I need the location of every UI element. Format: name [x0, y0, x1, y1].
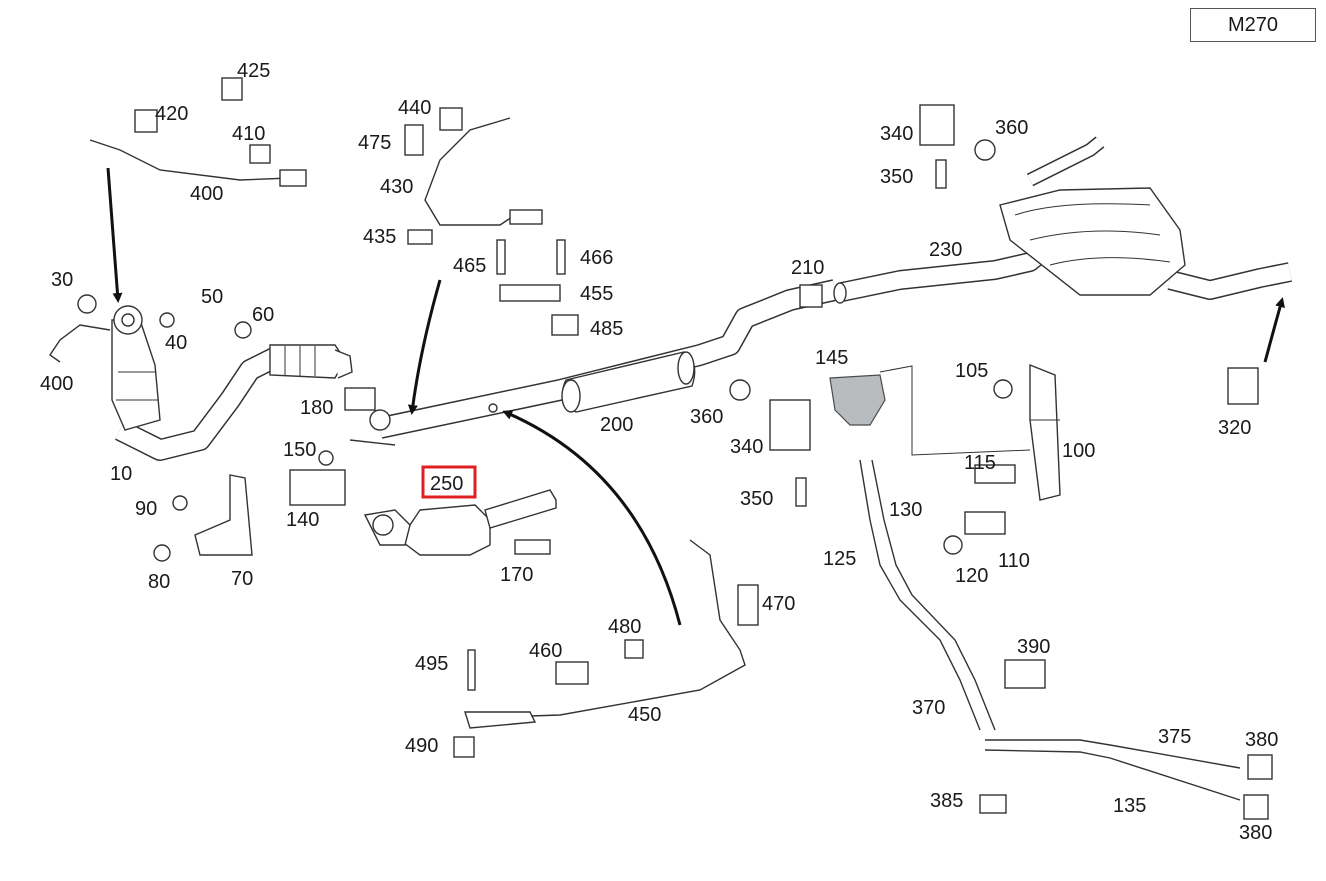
label-40[interactable]: 40 — [165, 332, 187, 354]
model-code-box: M270 — [1190, 8, 1316, 42]
label-420[interactable]: 420 — [155, 103, 188, 125]
label-200[interactable]: 200 — [600, 414, 633, 436]
label-490[interactable]: 490 — [405, 735, 438, 757]
label-145[interactable]: 145 — [815, 347, 848, 369]
label-135[interactable]: 135 — [1113, 795, 1146, 817]
label-70[interactable]: 70 — [231, 568, 253, 590]
label-110[interactable]: 110 — [998, 550, 1030, 572]
label-440[interactable]: 440 — [398, 97, 431, 119]
label-400-top[interactable]: 400 — [190, 183, 223, 205]
front-pipe-10[interactable] — [115, 344, 353, 461]
label-480[interactable]: 480 — [608, 616, 641, 638]
wiring-430[interactable] — [424, 117, 543, 226]
label-210[interactable]: 210 — [791, 257, 824, 279]
label-350-top[interactable]: 350 — [880, 166, 913, 188]
label-410[interactable]: 410 — [232, 123, 265, 145]
label-485[interactable]: 485 — [590, 318, 623, 340]
label-90[interactable]: 90 — [135, 498, 157, 520]
sensor-boss — [488, 403, 498, 413]
assembly-arrows — [106, 167, 1285, 626]
leader-lines — [879, 365, 1060, 456]
pipe-180[interactable] — [349, 409, 396, 446]
wiring-400-top[interactable] — [89, 139, 307, 187]
label-180[interactable]: 180 — [300, 397, 333, 419]
label-360-mid[interactable]: 360 — [690, 406, 723, 428]
label-430[interactable]: 430 — [380, 176, 413, 198]
bracket-100[interactable] — [1029, 363, 1061, 501]
label-470[interactable]: 470 — [762, 593, 795, 615]
label-30[interactable]: 30 — [51, 269, 73, 291]
label-340-top[interactable]: 340 — [880, 123, 913, 145]
label-250[interactable]: 250 — [430, 473, 463, 495]
label-455[interactable]: 455 — [580, 283, 613, 305]
bracket-70[interactable] — [194, 474, 253, 556]
label-425[interactable]: 425 — [237, 60, 270, 82]
hardware-small-parts — [77, 77, 1273, 820]
front-pipe-assembly[interactable] — [377, 279, 838, 439]
particulate-filter-250[interactable] — [363, 489, 557, 556]
label-115[interactable]: 115 — [964, 452, 996, 474]
label-460[interactable]: 460 — [529, 640, 562, 662]
hose-370-375-135[interactable] — [984, 739, 1241, 801]
part-labels: 10 30 40 50 60 70 80 90 100 105 110 115 … — [40, 60, 1278, 844]
label-340-mid[interactable]: 340 — [730, 436, 763, 458]
label-230[interactable]: 230 — [929, 239, 962, 261]
label-390[interactable]: 390 — [1017, 636, 1050, 658]
tail-pipe-outlet[interactable] — [1167, 262, 1292, 300]
label-450[interactable]: 450 — [628, 704, 661, 726]
label-370[interactable]: 370 — [912, 697, 945, 719]
label-50[interactable]: 50 — [201, 286, 223, 308]
hose-125-130[interactable] — [859, 459, 996, 731]
label-375[interactable]: 375 — [1158, 726, 1191, 748]
label-475[interactable]: 475 — [358, 132, 391, 154]
label-495[interactable]: 495 — [415, 653, 448, 675]
wiring-400-left[interactable] — [49, 324, 111, 363]
label-150[interactable]: 150 — [283, 439, 316, 461]
label-360-top[interactable]: 360 — [995, 117, 1028, 139]
wiring-450[interactable] — [464, 539, 746, 729]
pressure-sensor-145[interactable] — [829, 374, 886, 426]
label-465[interactable]: 465 — [453, 255, 486, 277]
label-105[interactable]: 105 — [955, 360, 988, 382]
label-380-bottom[interactable]: 380 — [1239, 822, 1272, 844]
highlight-box-250 — [421, 465, 477, 499]
label-350-mid[interactable]: 350 — [740, 488, 773, 510]
label-320[interactable]: 320 — [1218, 417, 1251, 439]
label-80[interactable]: 80 — [148, 571, 170, 593]
label-435[interactable]: 435 — [363, 226, 396, 248]
label-60[interactable]: 60 — [252, 304, 274, 326]
rear-muffler[interactable] — [999, 136, 1186, 296]
label-130[interactable]: 130 — [889, 499, 922, 521]
label-100[interactable]: 100 — [1062, 440, 1095, 462]
label-385[interactable]: 385 — [930, 790, 963, 812]
label-10[interactable]: 10 — [110, 463, 132, 485]
middle-muffler[interactable] — [561, 351, 696, 413]
label-140[interactable]: 140 — [286, 509, 319, 531]
catalytic-converter-front[interactable] — [111, 305, 161, 431]
label-125[interactable]: 125 — [823, 548, 856, 570]
label-400-left[interactable]: 400 — [40, 373, 73, 395]
label-380-top[interactable]: 380 — [1245, 729, 1278, 751]
label-170[interactable]: 170 — [500, 564, 533, 586]
label-120[interactable]: 120 — [955, 565, 988, 587]
model-code-label: M270 — [1227, 14, 1279, 36]
label-466[interactable]: 466 — [580, 247, 613, 269]
